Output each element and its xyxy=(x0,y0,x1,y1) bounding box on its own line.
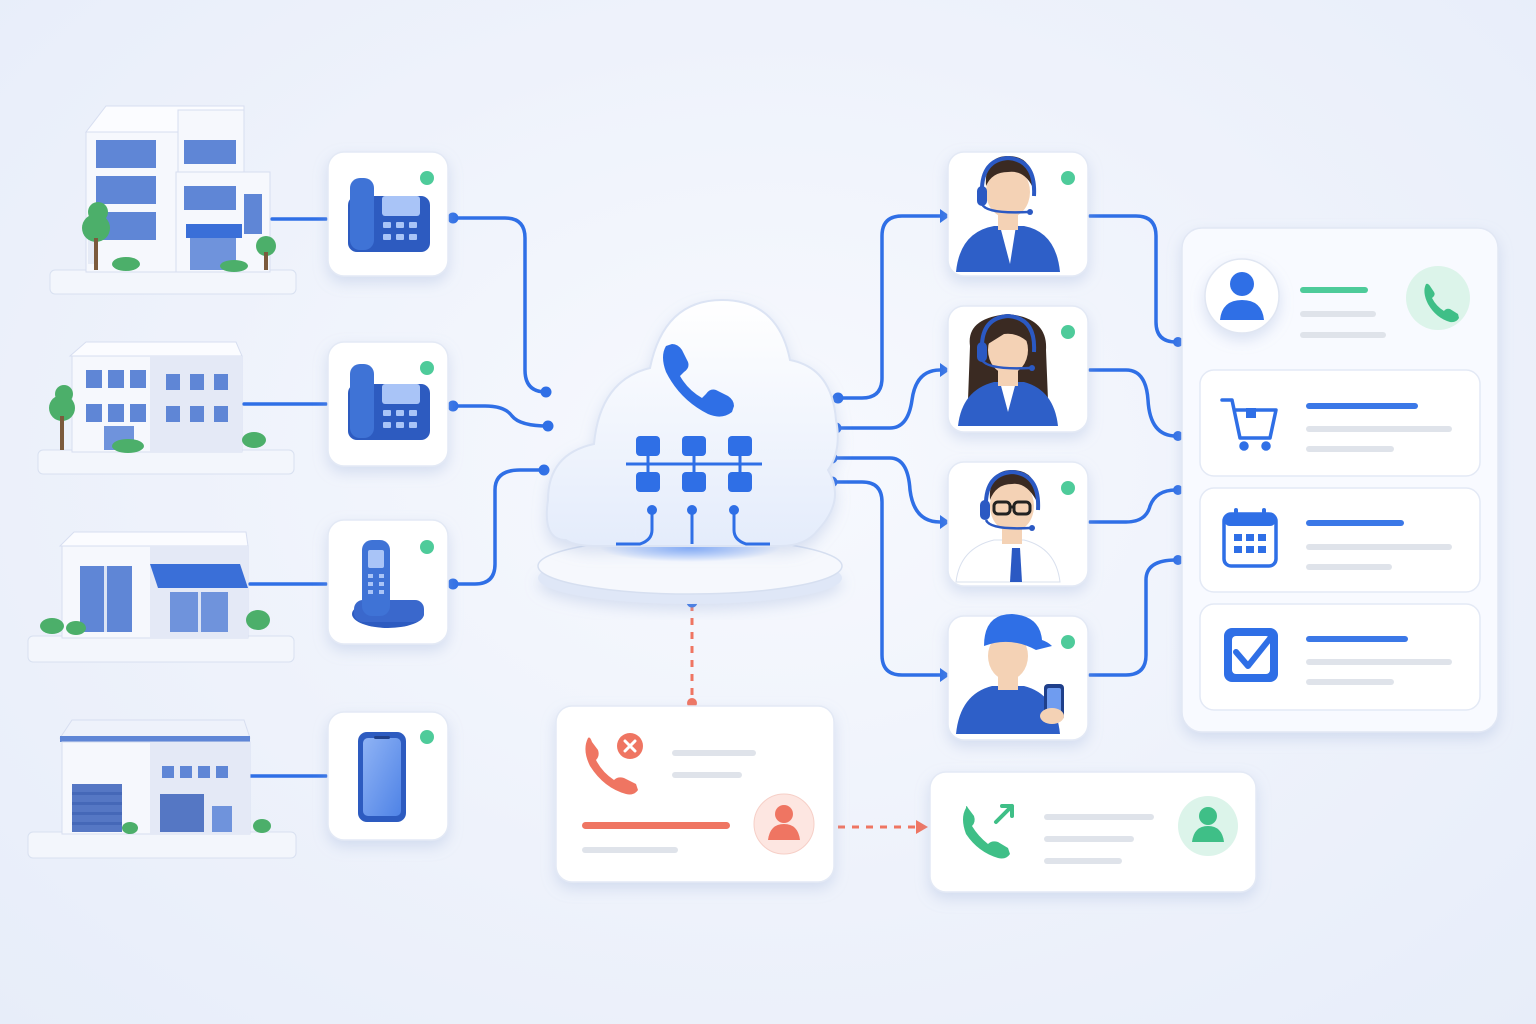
contact-call-row[interactable] xyxy=(1204,258,1470,338)
agent-headset-icon xyxy=(955,469,1061,583)
arrow-head xyxy=(916,820,928,834)
cloud-phone-icon xyxy=(545,298,839,547)
calendar-row[interactable] xyxy=(1199,487,1481,593)
port-dot xyxy=(542,420,554,432)
agent-headset-icon xyxy=(956,155,1060,272)
edge-agent-2-to-orders xyxy=(1088,368,1178,438)
edge-agent-3-to-calendar xyxy=(1088,488,1178,524)
devices-column xyxy=(327,151,449,841)
port-dot xyxy=(1173,485,1183,495)
port-dot xyxy=(1173,337,1183,347)
cloud-pbx-hub[interactable] xyxy=(537,298,843,604)
office-building-icon xyxy=(49,105,297,295)
user-icon xyxy=(1192,807,1224,842)
edge-agent-1-to-contact xyxy=(1088,214,1178,344)
switch-matrix-icon xyxy=(616,436,770,546)
smartphone-icon xyxy=(358,732,406,822)
edge-cloud-to-agent-3 xyxy=(830,456,942,524)
port-dot xyxy=(447,400,459,412)
edge-cordless-phone-to-cloud xyxy=(451,468,546,586)
online-status-dot xyxy=(1061,481,1075,495)
phone-icon xyxy=(663,344,734,417)
missed-call-icon xyxy=(585,733,643,795)
online-status-dot xyxy=(1061,325,1075,339)
callback-icon xyxy=(963,804,1014,859)
online-status-dot xyxy=(1061,171,1075,185)
office-building-icon xyxy=(37,341,295,475)
online-status-dot xyxy=(1061,635,1075,649)
online-status-dot xyxy=(420,171,434,185)
edge-agent-4-to-tasks xyxy=(1088,558,1178,677)
cordless-phone-icon xyxy=(352,540,424,628)
edge-desk-phone-1-to-cloud xyxy=(451,216,548,394)
port-dot xyxy=(447,212,459,224)
port-dot xyxy=(1173,431,1183,441)
calendar-icon xyxy=(1222,508,1278,568)
agent-headset-icon xyxy=(958,313,1058,426)
online-status-dot xyxy=(420,361,434,375)
connector-lines xyxy=(242,209,1183,834)
port-dot xyxy=(447,578,459,590)
desk-phone-icon xyxy=(348,364,430,440)
user-icon xyxy=(1220,272,1264,320)
edge-cloud-to-agent-4 xyxy=(830,480,942,677)
arrow-head xyxy=(940,363,950,377)
destinations-panel xyxy=(1181,227,1499,733)
user-icon xyxy=(768,805,800,840)
online-status-dot xyxy=(420,540,434,554)
edge-desk-phone-2-to-cloud xyxy=(451,404,550,428)
callback-card[interactable] xyxy=(929,771,1257,893)
agents-column xyxy=(947,151,1089,741)
warehouse-building-icon xyxy=(27,719,297,859)
port-dot xyxy=(538,464,550,476)
tasks-row[interactable] xyxy=(1199,603,1481,711)
port-dot xyxy=(540,386,552,398)
missed-call-card[interactable] xyxy=(555,705,835,883)
checkbox-icon xyxy=(1224,628,1278,682)
online-status-dot xyxy=(420,730,434,744)
edge-cloud-to-agent-2 xyxy=(834,368,942,430)
shopping-cart-icon xyxy=(1220,398,1278,451)
arrow-head xyxy=(940,668,950,682)
arrow-head xyxy=(940,515,950,529)
field-agent-mobile-icon xyxy=(956,614,1064,734)
desk-phone-icon xyxy=(348,178,430,252)
phone-icon xyxy=(1424,283,1459,323)
port-dot xyxy=(1173,555,1183,565)
orders-row[interactable] xyxy=(1199,369,1481,477)
port-dot xyxy=(832,392,844,404)
edge-cloud-to-agent-1 xyxy=(836,214,942,400)
buildings-column xyxy=(27,105,297,859)
store-building-icon xyxy=(27,531,295,663)
arrow-head xyxy=(940,209,950,223)
